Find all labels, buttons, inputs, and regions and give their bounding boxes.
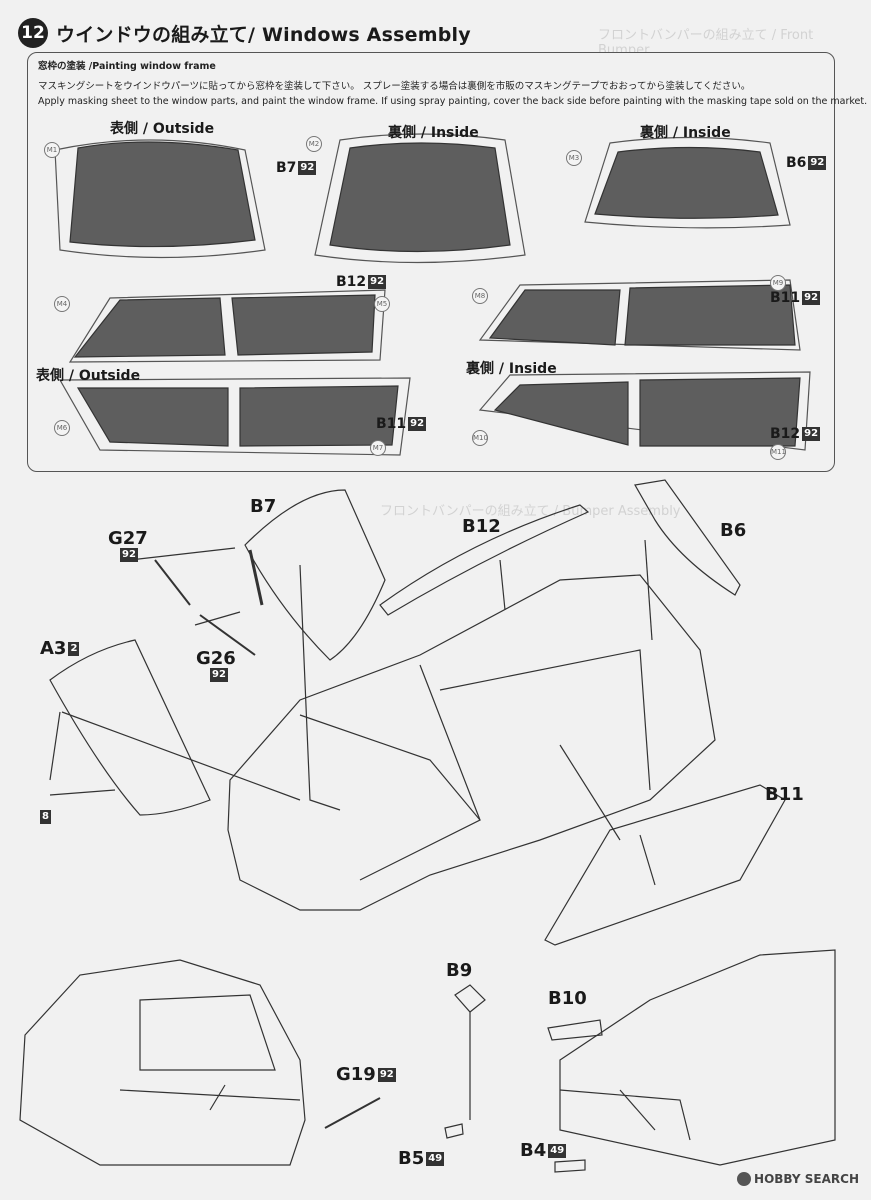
step-number: 12: [18, 18, 48, 48]
asm-g26-badge: 92: [210, 668, 228, 682]
asm-g26: G26: [196, 648, 236, 669]
marker-m6: M6: [54, 420, 70, 436]
asm-b6: B6: [720, 520, 747, 541]
marker-m2: M2: [306, 136, 322, 152]
marker-m1: M1: [44, 142, 60, 158]
asm-b9: B9: [446, 960, 473, 981]
marker-m3: M3: [566, 150, 582, 166]
marker-m9: M9: [770, 275, 786, 291]
watermark: HOBBY SEARCH: [737, 1172, 859, 1186]
label-inside-2: 裏側 / Inside: [640, 125, 731, 141]
marker-m10: M10: [472, 430, 488, 446]
m3-rear-window: [584, 136, 791, 229]
m1-windshield: [54, 139, 266, 259]
marker-m8: M8: [472, 288, 488, 304]
m10-side-window: [478, 371, 811, 451]
m8-side-window: [478, 279, 801, 351]
panel-note-en: Apply masking sheet to the window parts,…: [38, 96, 868, 107]
label-inside-mid: 裏側 / Inside: [466, 361, 557, 377]
asm-b10: B10: [548, 988, 587, 1009]
asm-b12: B12: [462, 516, 501, 537]
asm-8: 8: [40, 810, 51, 824]
asm-g27: G27: [108, 528, 148, 549]
label-inside-1: 裏側 / Inside: [388, 125, 479, 141]
marker-m4: M4: [54, 296, 70, 312]
marker-m7: M7: [370, 440, 386, 456]
panel-note-jp: マスキングシートをウインドウパーツに貼ってから窓枠を塗装して下さい。 スプレー塗…: [38, 81, 751, 92]
m6-side-window: [58, 377, 411, 456]
ghost-step2-title: フロントバンパーの組み立て / Bumper Assembly: [380, 504, 681, 519]
m2-windshield: [314, 133, 526, 264]
label-outside-mid: 表側 / Outside: [36, 368, 141, 384]
asm-b7: B7: [250, 496, 277, 517]
panel-heading: 窓枠の塗装 /Painting window frame: [38, 61, 216, 72]
asm-b11: B11: [765, 784, 804, 805]
hobby-search-logo-icon: [737, 1172, 752, 1186]
asm-g27-badge: 92: [120, 548, 138, 562]
marker-m5: M5: [374, 296, 390, 312]
marker-m11: M11: [770, 444, 786, 460]
m4-side-window: [68, 289, 386, 363]
label-outside-top: 表側 / Outside: [110, 121, 215, 137]
step-title: ウインドウの組み立て/ Windows Assembly: [56, 24, 471, 46]
